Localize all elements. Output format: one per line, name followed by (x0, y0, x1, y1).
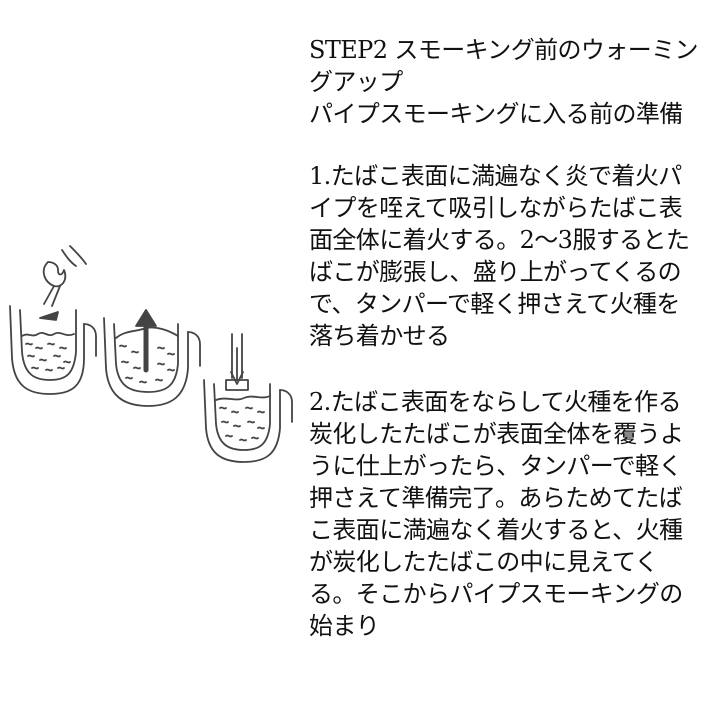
lighting-pipe-bowl-icon (9, 245, 97, 395)
spacer (309, 352, 701, 386)
instruction-text: STEP2 スモーキング前のウォーミングアップ パイプスモーキングに入る前の準備… (309, 34, 701, 642)
step-2-text: 2.たばこ表面をならして火種を作る炭化したたばこが表面全体を覆うように仕上がった… (309, 388, 684, 640)
rising-tobacco-bowl-icon (103, 309, 201, 407)
step-subheading: パイプスモーキングに入る前の準備 (309, 100, 683, 128)
step-1-text: 1.たばこ表面に満遍なく炎で着火パイプを咥えて吸引しながらたばこ表面全体に着火す… (309, 162, 690, 350)
pipe-bowl-illustration (9, 245, 293, 463)
tamping-bowl-icon (203, 333, 293, 463)
step-heading: STEP2 スモーキング前のウォーミングアップ (309, 36, 699, 96)
spacer (309, 130, 701, 160)
